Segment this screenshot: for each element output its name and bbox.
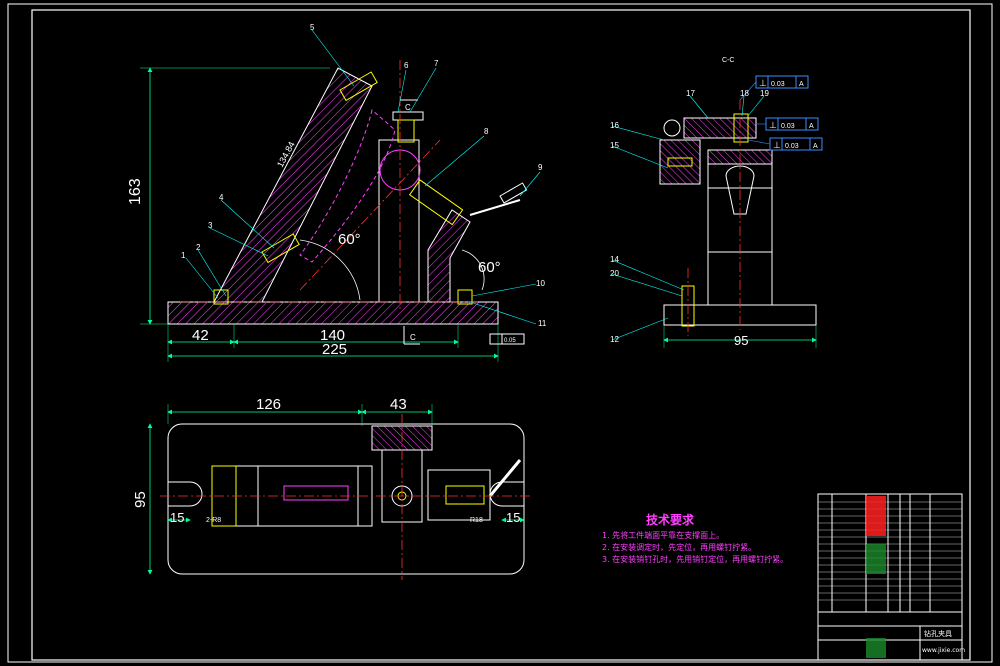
balloon-20: 20 [610, 269, 619, 278]
parts-list-highlights [866, 496, 886, 658]
front-bolt-left [213, 289, 229, 305]
tech-req-title: 技术要求 [646, 512, 695, 527]
top-view: 126 43 95 15 15 2-R8 R18 [132, 396, 530, 580]
tech-requirements: 技术要求 1. 先将工件端面平靠在支撑面上。 2. 在安装调定时，先定位，再用螺… [602, 512, 788, 564]
front-bolt-right [457, 289, 473, 305]
sheet-border-outer [7, 3, 993, 663]
top-slot-main [283, 485, 349, 501]
balloon-10: 10 [536, 279, 545, 288]
top-slot-right [489, 481, 524, 507]
front-dim-height: 163 [127, 178, 144, 205]
top-base-outline [167, 423, 525, 575]
balloon-18: 18 [740, 89, 749, 98]
balloon-8: 8 [484, 127, 489, 136]
svg-text:⊥: ⊥ [769, 120, 777, 130]
balloon-7: 7 [434, 59, 439, 68]
balloon-17: 17 [686, 89, 695, 98]
svg-text:0.03: 0.03 [785, 143, 799, 150]
balloon-19: 19 [760, 89, 769, 98]
side-balloons: 12 14 15 16 17 18 19 20 [610, 89, 769, 344]
front-workpiece [299, 109, 396, 263]
side-hinge-pin [663, 119, 681, 137]
balloon-16: 16 [610, 121, 619, 130]
side-bushing [733, 113, 749, 143]
side-view: C-C 95 ⊥ 0.03 A [610, 57, 823, 348]
svg-text:A: A [813, 143, 818, 150]
front-dim-42: 42 [192, 327, 209, 344]
side-locator-pin [725, 165, 755, 215]
front-flatness-frame [489, 333, 525, 345]
front-inclined-arm [213, 67, 373, 303]
tech-req-line-3: 3. 在安装销钉孔时，先用销钉定位，再用螺钉拧紧。 [602, 554, 788, 564]
title-block: 钻孔夹具 www.jixie.com [817, 493, 965, 661]
front-angle-side: 60° [478, 259, 501, 276]
side-view-label: C-C [722, 57, 734, 64]
title-block-drawing-name: 钻孔夹具 [924, 629, 952, 638]
side-clamp-screw [667, 157, 693, 167]
top-dim-126: 126 [256, 396, 281, 413]
balloon-4: 4 [219, 193, 224, 202]
balloon-6: 6 [404, 61, 409, 70]
sheet-border-inner [31, 9, 971, 661]
parts-list-rows [818, 501, 962, 601]
top-dim-15-left: 15 [170, 510, 184, 525]
tolerance-frame-2: ⊥ 0.03 A [756, 117, 819, 131]
top-slot-left [168, 481, 203, 507]
balloon-12: 12 [610, 335, 619, 344]
top-hole-right-label: R18 [470, 517, 483, 524]
side-clamp-block [659, 139, 701, 185]
front-arm-screw-top [339, 71, 378, 102]
balloon-15: 15 [610, 141, 619, 150]
front-arm-screw-bottom [261, 233, 300, 264]
tolerance-frame-1: ⊥ 0.03 A [739, 75, 809, 101]
tolerance-frame-3: ⊥ 0.03 A [747, 137, 823, 151]
front-angle-main: 60° [338, 231, 361, 248]
side-drill-plate [683, 117, 757, 139]
top-right-bracket [427, 469, 491, 521]
balloon-5: 5 [310, 23, 315, 32]
front-dim-140: 140 [320, 327, 345, 344]
svg-text:0.03: 0.03 [771, 81, 785, 88]
top-dim-15-right: 15 [506, 510, 520, 525]
balloon-11: 11 [538, 319, 547, 328]
balloon-9: 9 [538, 163, 543, 172]
front-dim-225: 225 [322, 341, 347, 358]
top-dim-95: 95 [132, 491, 149, 508]
front-section-c-bottom: C [410, 333, 416, 342]
front-flatness-value: 0.05 [504, 338, 516, 344]
side-dim-width: 95 [734, 333, 748, 348]
front-drill-bushing [397, 119, 415, 143]
front-base-plate [167, 301, 499, 325]
svg-text:⊥: ⊥ [759, 78, 767, 88]
tech-req-line-2: 2. 在安装调定时，先定位，再用螺钉拧紧。 [602, 542, 756, 552]
top-clamp-screw [445, 485, 485, 505]
front-clamp [408, 179, 528, 226]
balloon-1: 1 [181, 251, 186, 260]
tech-req-line-1: 1. 先将工件端面平靠在支撑面上。 [602, 530, 724, 540]
top-hole-left-label: 2-R8 [206, 517, 221, 524]
front-section-c-top: C [405, 103, 411, 112]
svg-text:A: A [809, 123, 814, 130]
balloon-3: 3 [208, 221, 213, 230]
svg-text:0.03: 0.03 [781, 123, 795, 130]
front-view: 163 134.84 60° 60° 42 140 225 C C 0.05 1 [127, 23, 547, 362]
svg-text:A: A [799, 81, 804, 88]
front-vertical-column [378, 139, 420, 303]
front-balloons: 1 2 3 4 5 6 7 8 9 10 11 [181, 23, 547, 328]
front-drill-plate [392, 111, 424, 121]
top-dim-43: 43 [390, 396, 407, 413]
front-right-bracket [427, 209, 471, 303]
balloon-14: 14 [610, 255, 619, 264]
svg-text:⊥: ⊥ [773, 140, 781, 150]
balloon-2: 2 [196, 243, 201, 252]
title-block-website: www.jixie.com [922, 647, 965, 654]
